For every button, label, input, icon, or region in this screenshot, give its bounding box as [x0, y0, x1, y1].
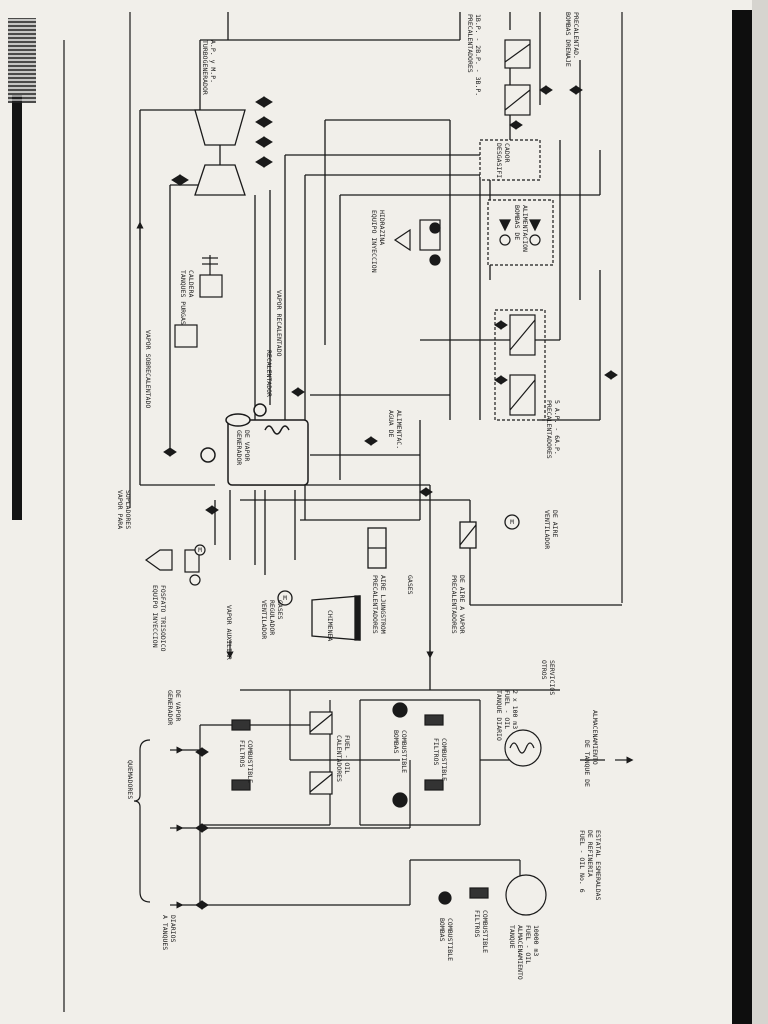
scan-edge-left [12, 95, 22, 520]
label-bombas-combustible-1: BOMBAS [392, 730, 400, 754]
label-ventilador-aire-sub: DE AIRE [551, 510, 559, 537]
label-tanque-diario: TANQUE DIARIO [495, 690, 503, 741]
label-agua-alimentac: AGUA DE [387, 410, 395, 437]
label-quemadores: QUEMADORES [126, 760, 134, 799]
label-vapor-recalentado: VAPOR RECALENTADO [275, 290, 283, 357]
motor-label: M [283, 595, 287, 602]
label-generador-vapor-small: GENERADOR [166, 690, 174, 725]
label-turbogenerador: TURBOGENERADOR [201, 40, 209, 95]
label-equipo-fosfato-sub: FOSFATO TRISODICO [159, 585, 167, 652]
label-fuel-refineria-sub2: ESTATAL ESMERALDAS [594, 830, 602, 901]
label-de-tanque: DE TANQUE DE [583, 740, 591, 787]
label-tanque-diario-sub: FUEL - OIL [503, 690, 511, 729]
label-filtros-combustible-1: FILTROS [238, 740, 246, 767]
diagram-labels: TURBOGENERADOR A.P. y M.P. PRECALENTADOR… [116, 12, 602, 980]
label-chimenea: CHIMENEA [326, 610, 334, 641]
label-filtros-combustible-3: FILTROS [473, 910, 481, 937]
label-vapor-auxiliar: VAPOR AUXILIAR [225, 605, 233, 660]
burner-bracket [133, 739, 151, 903]
label-desgasificador: DESGASIFI- [495, 143, 503, 182]
label-tanques-purgas: TANQUES PURGAS [179, 270, 187, 325]
label-desgasificador-sub: CADOR [503, 143, 511, 163]
flow-arrows [136, 221, 634, 909]
steam-generator [200, 403, 309, 486]
label-precalentadores-ap: PRECALENTADORES [545, 400, 553, 459]
diagram-frame [63, 12, 623, 1012]
air-gas-train [277, 514, 520, 641]
label-tanque-almacenamiento-sub3: 10000 m3 [532, 925, 540, 956]
label-precalentadores-bp-sub: 1B.P. - 2B.P. - 3B.P. [474, 14, 482, 96]
label-gases: GASES [406, 575, 414, 595]
label-ventilador-regulador: VENTILADOR [260, 600, 268, 639]
phosphate-injection [144, 544, 206, 586]
label-agua-alimentac-sub: ALIMENTAC. [395, 410, 403, 449]
deaerator-group [393, 139, 554, 266]
label-precalentadores-ap-sub: 5 A.P. - 6A.P. [553, 400, 561, 455]
label-vapor-sobrecalentado: VAPOR SOBRECALENTADO [144, 330, 152, 408]
label-filtros-combustible-2: FILTROS [432, 738, 440, 765]
label-tanque-almacenamiento-sub: ALMACENAMIENTO [516, 925, 524, 980]
motor-label: M [510, 519, 514, 526]
motor-symbols: M M M [198, 519, 514, 602]
label-tanque-diario-sub2: 2 x 100 m3 [511, 690, 519, 729]
label-vapor-sopladores: VAPOR PARA [116, 490, 124, 529]
label-equipo-hidrazina: EQUIPO INYECCION [370, 210, 378, 273]
steam-piping [139, 12, 622, 691]
motor-label: M [198, 547, 202, 554]
label-ventilador-regulador-sub2: GASES [276, 600, 284, 620]
label-equipo-fosfato: EQUIPO INYECCION [151, 585, 159, 648]
blowdown-tanks [174, 255, 223, 348]
label-vapor-sopladores-sub: SOPLADORES [124, 490, 132, 529]
label-bombas-combustible-2-sub: COMBUSTIBLE [446, 918, 454, 961]
label-de-tanque-sub: ALMACENAMIENTO [591, 710, 599, 765]
label-bombas-alimentacion-sub: ALIMENTACION [521, 205, 529, 252]
label-precalentadores-aire-sub: AIRE LJUNGSTROM [379, 575, 387, 634]
label-filtros-combustible-2-sub: COMBUSTIBLE [440, 738, 448, 781]
scan-margin-right [752, 0, 768, 1024]
label-ventilador-regulador-sub: REGULADOR [268, 600, 276, 635]
label-bombas-alimentacion: BOMBAS DE [513, 205, 521, 240]
label-precalentadores-aire-vapor: PRECALENTADORES [450, 575, 458, 634]
label-generador-vapor: GENERADOR [235, 430, 243, 465]
label-fuel-refineria-sub: DE REFINERIA [586, 830, 594, 877]
label-precalentadores-aire-vapor-sub: DE AIRE A VAPOR [458, 575, 466, 634]
scan-artifact [8, 18, 36, 103]
label-tanque-almacenamiento-sub2: FUEL - OIL [524, 925, 532, 964]
label-generador-vapor-small-sub: DE VAPOR [174, 690, 182, 721]
label-filtros-combustible-3-sub: COMBUSTIBLE [481, 910, 489, 953]
label-bombas-combustible-2: BOMBAS [438, 918, 446, 942]
label-calentadores-fuel: CALENTADORES [335, 735, 343, 782]
label-otros-servicios: OTROS [540, 660, 548, 680]
turbogenerator [194, 109, 246, 196]
label-turbogenerador-sub: A.P. y M.P. [209, 40, 217, 83]
label-recalentador: RECALENTADOR [265, 350, 273, 397]
label-otros-servicios-sub: SERVICIOS [548, 660, 556, 695]
scan-edge-right [732, 10, 754, 1024]
label-precalentadores-aire: PRECALENTADORES [371, 575, 379, 634]
valves [163, 85, 618, 910]
label-equipo-hidrazina-sub: HIDRAZINA [378, 210, 386, 245]
label-filtros-combustible-1-sub: COMBUSTIBLE [246, 740, 254, 783]
label-bombas-combustible-1-sub: COMBUSTIBLE [400, 730, 408, 773]
label-tanques-purgas-sub: CALDERA [187, 270, 195, 297]
label-a-tanques: A TANQUES [161, 915, 169, 950]
label-precalentadores-bp: PRECALENTADORES [466, 14, 474, 73]
label-a-tanques-sub: DIARIOS [169, 915, 177, 942]
label-generador-vapor-sub: DE VAPOR [243, 430, 251, 461]
fuel-equipment [231, 702, 547, 916]
label-bombas-drenaje: BOMBAS DRENAJE [564, 12, 572, 67]
label-fuel-refineria: FUEL - OIL No. 6 [578, 830, 586, 893]
label-ventilador-aire: VENTILADOR [543, 510, 551, 549]
label-calentadores-fuel-sub: FUEL - OIL [343, 735, 351, 774]
label-bombas-drenaje-sub: PRECALENTAD. [572, 12, 580, 59]
label-tanque-almacenamiento: TANQUE [508, 925, 516, 949]
feedwater-heaters [494, 39, 546, 421]
